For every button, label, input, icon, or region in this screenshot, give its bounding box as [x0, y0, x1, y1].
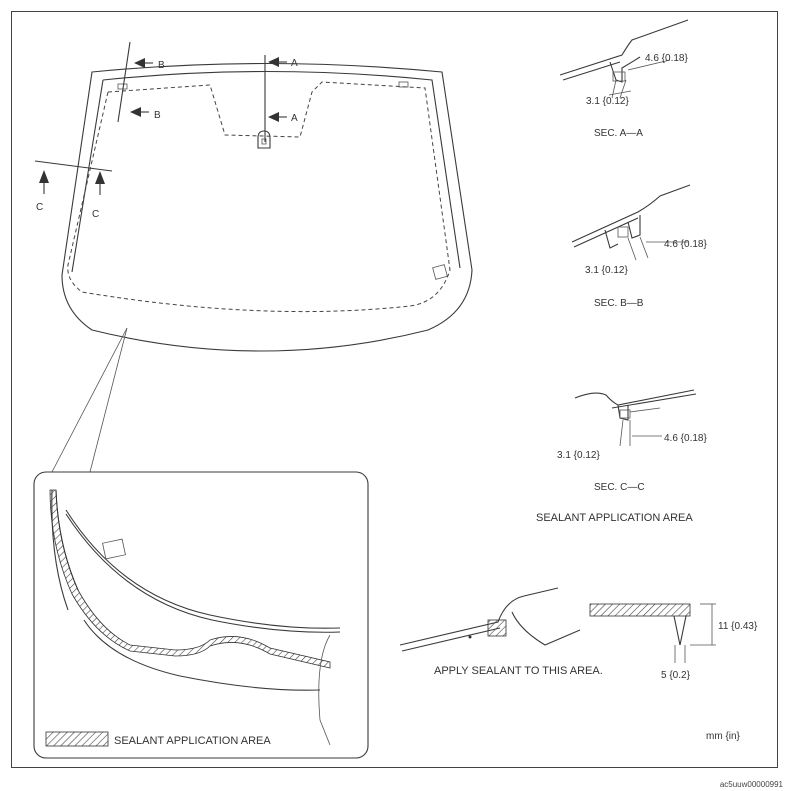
units-note: mm {in} [706, 731, 741, 742]
marker-a-bottom: A [291, 113, 298, 124]
section-bb-dim-top: 4.6 {0.18} [664, 239, 707, 250]
marker-c-right: C [92, 209, 99, 220]
marker-b-top: B [158, 60, 165, 71]
sealant-area-title: SEALANT APPLICATION AREA [536, 512, 693, 524]
image-code: ac5uuw00000991 [719, 780, 783, 789]
bead-height-dim: 11 {0.43} [718, 621, 758, 632]
detail-inset: SEALANT APPLICATION AREA [33, 471, 369, 759]
apply-sealant-detail: APPLY SEALANT TO THIS AREA. [399, 587, 603, 677]
section-bb-caption: SEC. B—B [594, 298, 644, 309]
section-cc-caption: SEC. C—C [594, 482, 645, 493]
marker-b-bottom: B [154, 110, 161, 121]
section-cc-dim-top: 4.6 {0.18} [664, 433, 707, 444]
marker-a-top: A [291, 58, 298, 69]
section-aa: 4.6 {0.18} 3.1 {0.12} SEC. A—A [559, 19, 688, 139]
section-cc: 4.6 {0.18} 3.1 {0.12} SEC. C—C [557, 389, 707, 493]
section-cc-dim-bottom: 3.1 {0.12} [557, 450, 600, 461]
marker-c-left: C [36, 202, 43, 213]
section-aa-caption: SEC. A—A [594, 128, 643, 139]
bead-width-dim: 5 {0.2} [661, 670, 691, 681]
section-aa-dim-top: 4.6 {0.18} [645, 53, 688, 64]
legend-label: SEALANT APPLICATION AREA [114, 735, 271, 747]
section-aa-dim-bottom: 3.1 {0.12} [586, 96, 629, 107]
bead-dimension-detail: 11 {0.43} 5 {0.2} [589, 603, 758, 681]
diagram-frame [11, 11, 778, 768]
section-bb-dim-bottom: 3.1 {0.12} [585, 265, 628, 276]
section-bb: 4.6 {0.18} 3.1 {0.12} SEC. B—B [571, 184, 707, 309]
windshield-view: A A B B C C [34, 41, 473, 473]
apply-note: APPLY SEALANT TO THIS AREA. [434, 665, 603, 677]
